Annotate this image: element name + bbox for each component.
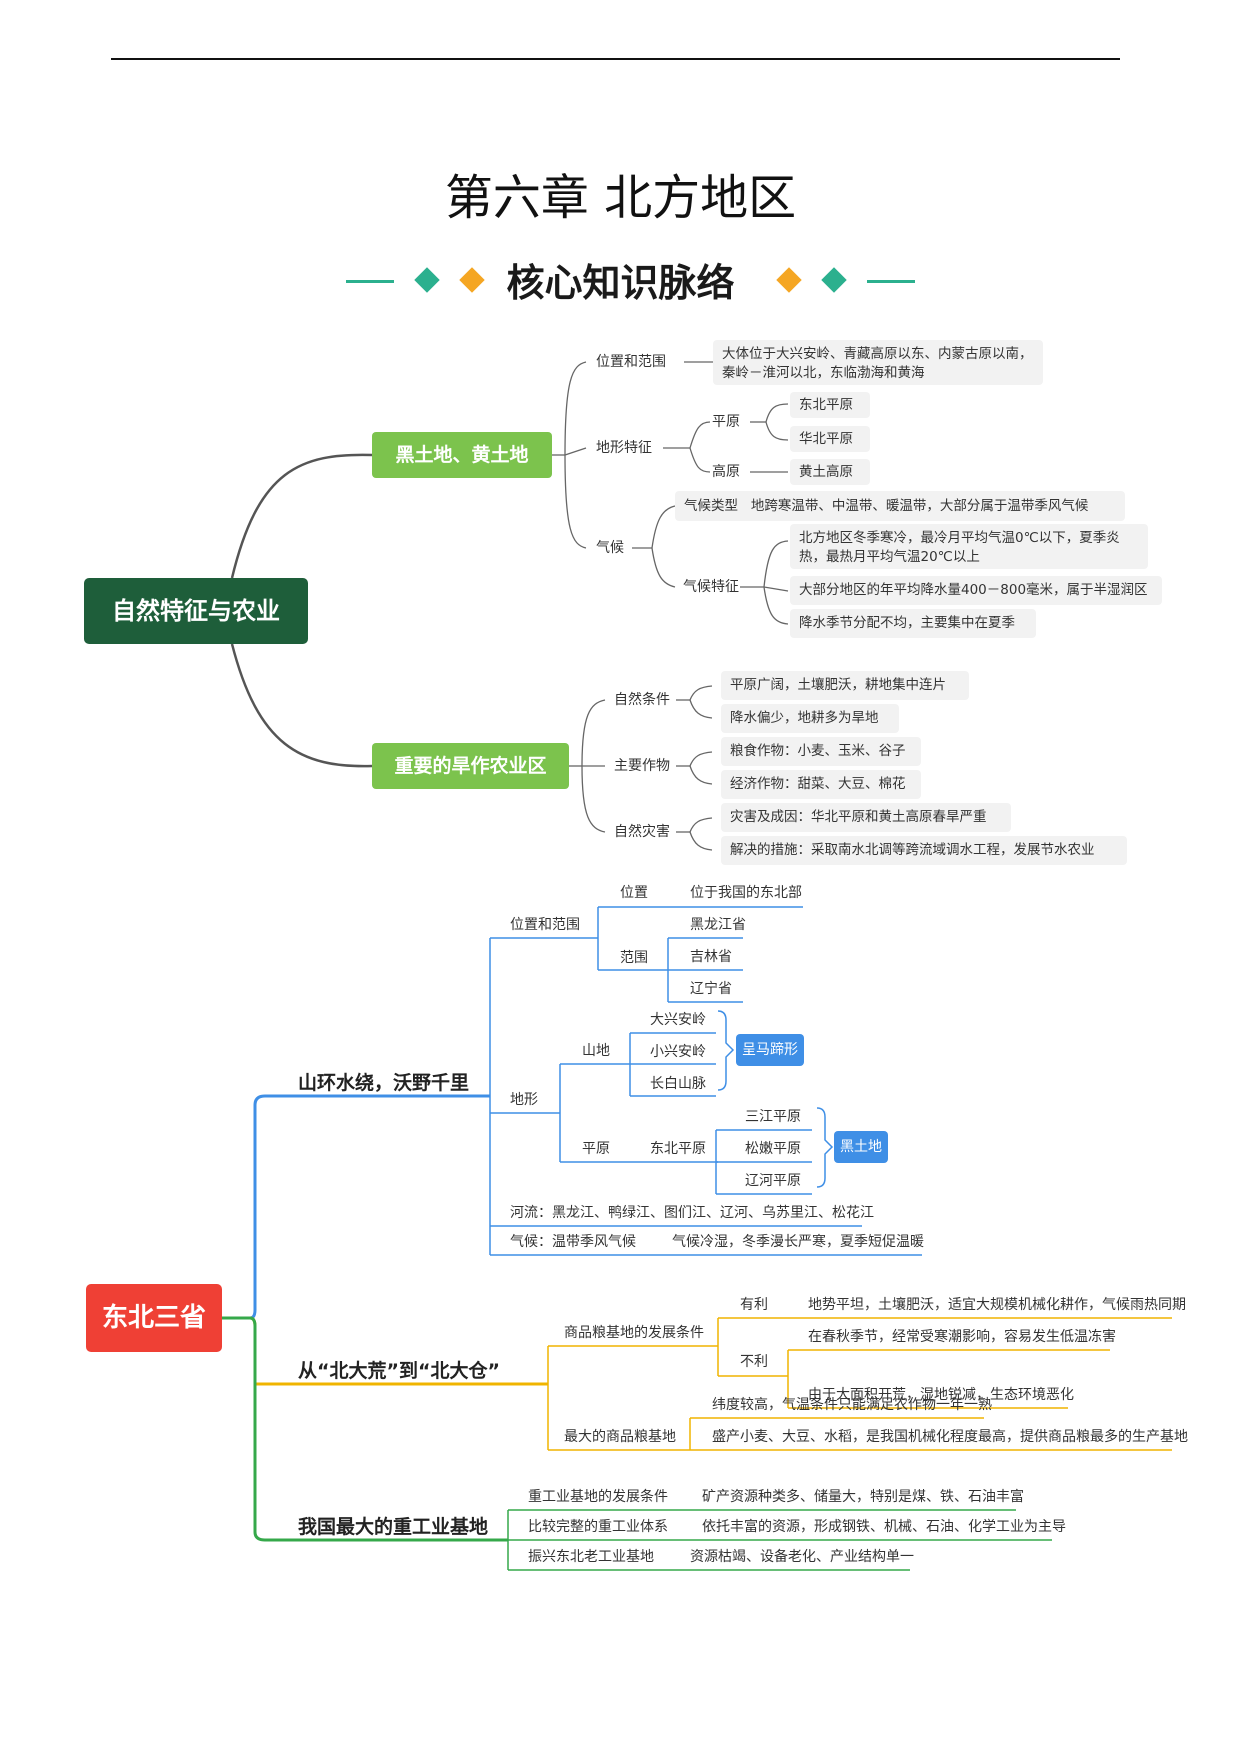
text-revitalize-ne: 资源枯竭、设备老化、产业结构单一: [690, 1549, 914, 1565]
text-ne-climate: 气候：温带季风气候: [510, 1234, 636, 1250]
text-ne-plain-main: 东北平原: [650, 1141, 706, 1157]
text-changbaishan: 长白山脉: [650, 1076, 706, 1092]
node-climate: 气候: [596, 540, 624, 556]
text-ne-plain: 东北平原: [790, 392, 870, 418]
branch-black-yellow-soil: 黑土地、黄土地: [372, 432, 552, 478]
page-title: 第六章 北方地区: [444, 170, 797, 226]
node-largest-grain-base: 最大的商品粮基地: [564, 1429, 676, 1445]
node-ne-location-range: 位置和范围: [510, 917, 580, 933]
text-loess-plateau: 黄土高原: [790, 459, 870, 485]
text-rivers: 河流：黑龙江、鸭绿江、图们江、辽河、乌苏里江、松花江: [510, 1205, 874, 1221]
dash-left-decor: [346, 280, 394, 283]
climate-type-row: 气候类型 地跨寒温带、中温带、暖温带，大部分属于温带季风气候: [675, 491, 1125, 521]
text-grain-base-1: 纬度较高，气温条件只能满足农作物一年一熟: [712, 1397, 992, 1413]
node-main-crops: 主要作物: [614, 758, 670, 774]
text-daxinganling: 大兴安岭: [650, 1012, 706, 1028]
node-terrain: 地形特征: [596, 440, 652, 456]
node-plateau: 高原: [712, 464, 740, 480]
node-grain-conditions: 商品粮基地的发展条件: [564, 1325, 704, 1341]
text-climate-feature-2: 大部分地区的年平均降水量400－800毫米，属于半湿润区: [790, 576, 1162, 605]
text-liaoning: 辽宁省: [690, 981, 732, 997]
header-rule: [111, 58, 1120, 60]
node-industry-system: 比较完整的重工业体系: [528, 1519, 668, 1535]
node-unfavorable: 不利: [740, 1354, 768, 1370]
text-climate-feature-3: 降水季节分配不均，主要集中在夏季: [790, 609, 1036, 638]
node-ne-position: 位置: [620, 885, 648, 901]
subtitle-banner: 核心知识脉络: [0, 252, 1241, 312]
text-unfavorable-1: 在春秋季节，经常受寒潮影响，容易发生低温冻害: [808, 1329, 1116, 1345]
text-natural-2: 降水偏少，地耕多为旱地: [721, 704, 899, 733]
node-climate-features: 气候特征: [683, 579, 739, 595]
text-favorable: 地势平坦，土壤肥沃，适宜大规模机械化耕作，气候雨热同期: [808, 1297, 1186, 1313]
text-nc-plain: 华北平原: [790, 426, 870, 452]
node-location-range: 位置和范围: [596, 354, 666, 370]
text-industry-system: 依托丰富的资源，形成钢铁、机械、石油、化学工业为主导: [702, 1519, 1066, 1535]
text-industry-conditions: 矿产资源种类多、储量大，特别是煤、铁、石油丰富: [702, 1489, 1024, 1505]
tag-horseshoe-shape: 呈马蹄形: [736, 1034, 804, 1066]
root-northeast-provinces: 东北三省: [86, 1284, 222, 1352]
climate-type-text: 地跨寒温带、中温带、暖温带，大部分属于温带季风气候: [750, 498, 1089, 514]
text-disaster-1: 灾害及成因：华北平原和黄土高原春旱严重: [721, 803, 1011, 832]
node-plain: 平原: [712, 414, 740, 430]
topic-granary: 从“北大荒”到“北大仓”: [298, 1360, 500, 1382]
branch-dry-farming: 重要的旱作农业区: [372, 743, 569, 789]
node-mountains: 山地: [582, 1043, 610, 1059]
text-natural-1: 平原广阔，土壤肥沃，耕地集中连片: [721, 671, 969, 700]
node-ne-range: 范围: [620, 950, 648, 966]
root-natural-agriculture: 自然特征与农业: [84, 578, 308, 644]
text-ne-climate-desc: 气候冷湿，冬季漫长严寒，夏季短促温暖: [672, 1234, 924, 1250]
text-crops-1: 粮食作物：小麦、玉米、谷子: [721, 737, 921, 766]
text-location-range: 大体位于大兴安岭、青藏高原以东、内蒙古原以南，秦岭－淮河以北，东临渤海和黄海: [713, 340, 1043, 385]
text-climate-feature-1: 北方地区冬季寒冷，最冷月平均气温0℃以下，夏季炎热，最热月平均气温20℃以上: [790, 524, 1148, 569]
text-songnen-plain: 松嫩平原: [745, 1141, 801, 1157]
node-ne-terrain: 地形: [510, 1092, 538, 1108]
node-natural-conditions: 自然条件: [614, 692, 670, 708]
node-natural-disasters: 自然灾害: [614, 824, 670, 840]
climate-type-label: 气候类型: [684, 498, 738, 514]
text-unfavorable-2: 由于大面积开荒，湿地锐减，生态环境恶化: [808, 1387, 1074, 1403]
topic-heavy-industry: 我国最大的重工业基地: [298, 1516, 489, 1538]
node-revitalize-ne: 振兴东北老工业基地: [528, 1549, 654, 1565]
text-sanjiang-plain: 三江平原: [745, 1109, 801, 1125]
dash-right-decor: [867, 280, 915, 283]
node-favorable: 有利: [740, 1297, 768, 1313]
text-grain-base-2: 盛产小麦、大豆、水稻，是我国机械化程度最高，提供商品粮最多的生产基地: [712, 1429, 1188, 1445]
text-liaohe-plain: 辽河平原: [745, 1173, 801, 1189]
text-crops-2: 经济作物：甜菜、大豆、棉花: [721, 770, 921, 799]
subtitle: 核心知识脉络: [506, 261, 735, 305]
text-xiaoxinganling: 小兴安岭: [650, 1044, 706, 1060]
topic-mountains-rivers: 山环水绕，沃野千里: [298, 1072, 470, 1094]
node-plains: 平原: [582, 1141, 610, 1157]
node-industry-conditions: 重工业基地的发展条件: [528, 1489, 668, 1505]
text-ne-position: 位于我国的东北部: [690, 885, 802, 901]
text-disaster-2: 解决的措施：采取南水北调等跨流域调水工程，发展节水农业: [721, 836, 1127, 865]
tag-black-soil: 黑土地: [834, 1131, 888, 1163]
text-heilongjiang: 黑龙江省: [690, 917, 746, 933]
text-jilin: 吉林省: [690, 949, 732, 965]
